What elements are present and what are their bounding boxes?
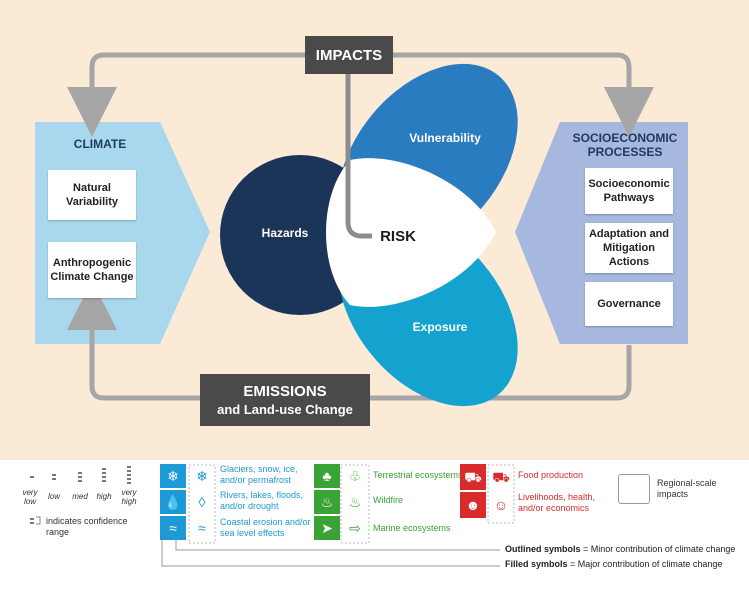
livelihoods-label: Livelihoods, health, and/or economics <box>518 492 596 513</box>
governance-label: Governance <box>597 298 661 310</box>
socioeconomic-title-line1: SOCIOECONOMIC <box>572 131 678 145</box>
arrow-socio-to-emissions <box>370 345 632 401</box>
confidence-low: low <box>47 492 60 501</box>
tractor-icon: ⛟ <box>460 464 486 490</box>
arrow-emissions-to-climate <box>67 280 200 401</box>
emissions-box: EMISSIONS and Land-use Change <box>200 374 370 426</box>
outlined-symbols-text: = Minor contribution of climate change <box>583 544 736 554</box>
rivers-label: Rivers, lakes, floods, and/or drought <box>220 490 304 511</box>
outlined-symbols-note: Outlined symbols = Minor contribution of… <box>505 544 735 554</box>
risk-framework-diagram: IMPACTS EMISSIONS and Land-use Change CL… <box>0 0 749 460</box>
people-icon: ☻ <box>460 492 486 518</box>
confidence-very-high: very high <box>121 488 137 506</box>
natural-variability-label: Natural Variability <box>66 182 118 208</box>
socioeconomic-title: SOCIOECONOMIC PROCESSES <box>565 131 685 159</box>
impacts-box: IMPACTS <box>305 36 393 74</box>
socioeconomic-pathways-box: Socioeconomic Pathways <box>585 168 673 214</box>
fire-icon: ♨ <box>314 490 340 514</box>
filled-symbols-note: Filled symbols = Major contribution of c… <box>505 559 722 569</box>
hazards-label: Hazards <box>261 226 309 240</box>
adaptation-mitigation-label: Adaptation and Mitigation Actions <box>588 228 670 268</box>
anthropogenic-climate-change-label: Anthropogenic Climate Change <box>50 257 134 283</box>
confidence-range-note: indicates confidence range <box>46 516 128 537</box>
terrestrial-label: Terrestrial ecosystems <box>373 470 463 480</box>
outlined-symbols-bold: Outlined symbols <box>505 544 581 554</box>
marine-label: Marine ecosystems <box>373 523 451 533</box>
water-drop-outline-icon: ◊ <box>198 494 206 510</box>
confidence-very-low: very low <box>22 488 38 506</box>
wildfire-label: Wildfire <box>373 495 404 505</box>
legend: very low low med high very high indicate… <box>0 462 749 600</box>
climate-panel <box>35 122 210 344</box>
arrow-impacts-to-climate <box>67 52 305 137</box>
socioeconomic-pathways-label: Socioeconomic Pathways <box>588 178 670 204</box>
connector-impacts-risk <box>345 70 372 239</box>
climate-title: CLIMATE <box>73 137 127 151</box>
food-production-label: Food production <box>518 470 584 480</box>
confidence-med: med <box>72 492 88 501</box>
risk-label: RISK <box>380 228 416 245</box>
governance-box: Governance <box>585 282 673 326</box>
arrow-impacts-to-socio <box>392 52 654 137</box>
filled-symbols-text: = Major contribution of climate change <box>570 559 723 569</box>
tree-icon: ♣ <box>314 464 340 488</box>
people-outline-icon: ☺ <box>493 497 509 513</box>
risk-center <box>326 158 496 307</box>
impacts-label: IMPACTS <box>315 46 383 64</box>
natural-variability-box: Natural Variability <box>48 170 136 220</box>
water-drop-icon: 💧 <box>160 490 186 514</box>
snowflake-icon: ❄ <box>160 464 186 488</box>
diagram-graphics <box>35 52 688 407</box>
fire-outline-icon: ♨ <box>348 494 362 510</box>
emissions-sublabel: and Land-use Change <box>217 402 353 417</box>
coastal-wave-outline-icon: ≈ <box>198 520 206 536</box>
fish-outline-icon: ⇨ <box>349 520 361 536</box>
regional-scale-box <box>618 474 650 504</box>
coastal-label: Coastal erosion and/or sea level effects <box>220 517 311 538</box>
snowflake-outline-icon: ❄ <box>196 468 208 484</box>
confidence-high: high <box>96 492 112 501</box>
glaciers-label: Glaciers, snow, ice, and/or permafrost <box>220 464 298 485</box>
socioeconomic-title-line2: PROCESSES <box>587 145 663 159</box>
tree-outline-icon: ♧ <box>348 468 362 484</box>
tractor-outline-icon: ⛟ <box>492 469 510 485</box>
exposure-label: Exposure <box>412 320 468 334</box>
fish-icon: ➤ <box>314 516 340 540</box>
anthropogenic-climate-change-box: Anthropogenic Climate Change <box>48 242 136 298</box>
coastal-wave-icon: ≈ <box>160 516 186 540</box>
emissions-label: EMISSIONS <box>243 383 327 400</box>
adaptation-mitigation-box: Adaptation and Mitigation Actions <box>585 223 673 273</box>
regional-scale-label: Regional-scale impacts <box>657 478 717 499</box>
filled-symbols-bold: Filled symbols <box>505 559 568 569</box>
vulnerability-label: Vulnerability <box>409 131 481 145</box>
